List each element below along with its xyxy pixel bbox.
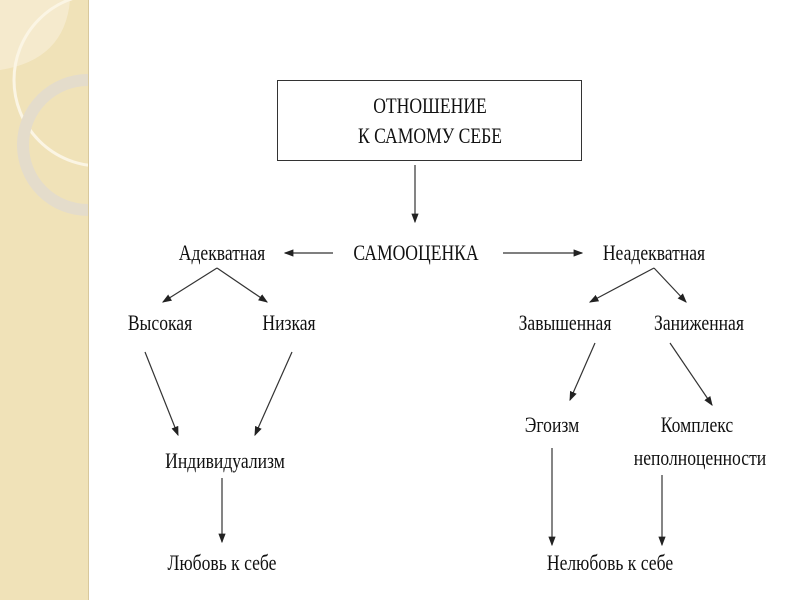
self-love-node: Любовь к себе (167, 550, 277, 575)
underestimated-node: Заниженная (654, 310, 744, 335)
complex-node-line-2: неполноценности (633, 445, 767, 470)
inadequate-node: Неадекватная (602, 240, 706, 265)
center-node: САМООЦЕНКА (353, 240, 479, 265)
arrow-high-to-individualism (144, 351, 179, 437)
arrow-low-to-individualism (254, 351, 293, 437)
arrow-under-to-complex (669, 342, 713, 406)
self-dislike-node: Нелюбовь к себе (546, 550, 674, 575)
overestimated-node: Завышенная (518, 310, 612, 335)
root-line-2: К САМОМУ СЕБЕ (358, 123, 502, 148)
decorative-circles (0, 0, 88, 216)
root-box (277, 80, 582, 161)
adequate-node: Адекватная (178, 240, 266, 265)
arrow-adequate-to-high (161, 267, 218, 303)
root-line-1: ОТНОШЕНИЕ (373, 93, 487, 118)
egoism-node: Эгоизм (524, 412, 580, 437)
arrow-adequate-to-low (216, 267, 268, 303)
low-node: Низкая (262, 310, 316, 335)
high-node: Высокая (127, 310, 193, 335)
complex-node-line-1: Комплекс (660, 412, 734, 437)
arrow-inadequate-to-over (588, 267, 655, 303)
arrow-over-to-egoism (569, 342, 596, 402)
individualism-node: Индивидуализм (165, 448, 285, 473)
arrow-inadequate-to-under (653, 267, 687, 303)
slide-decoration-sidebar (0, 0, 89, 600)
